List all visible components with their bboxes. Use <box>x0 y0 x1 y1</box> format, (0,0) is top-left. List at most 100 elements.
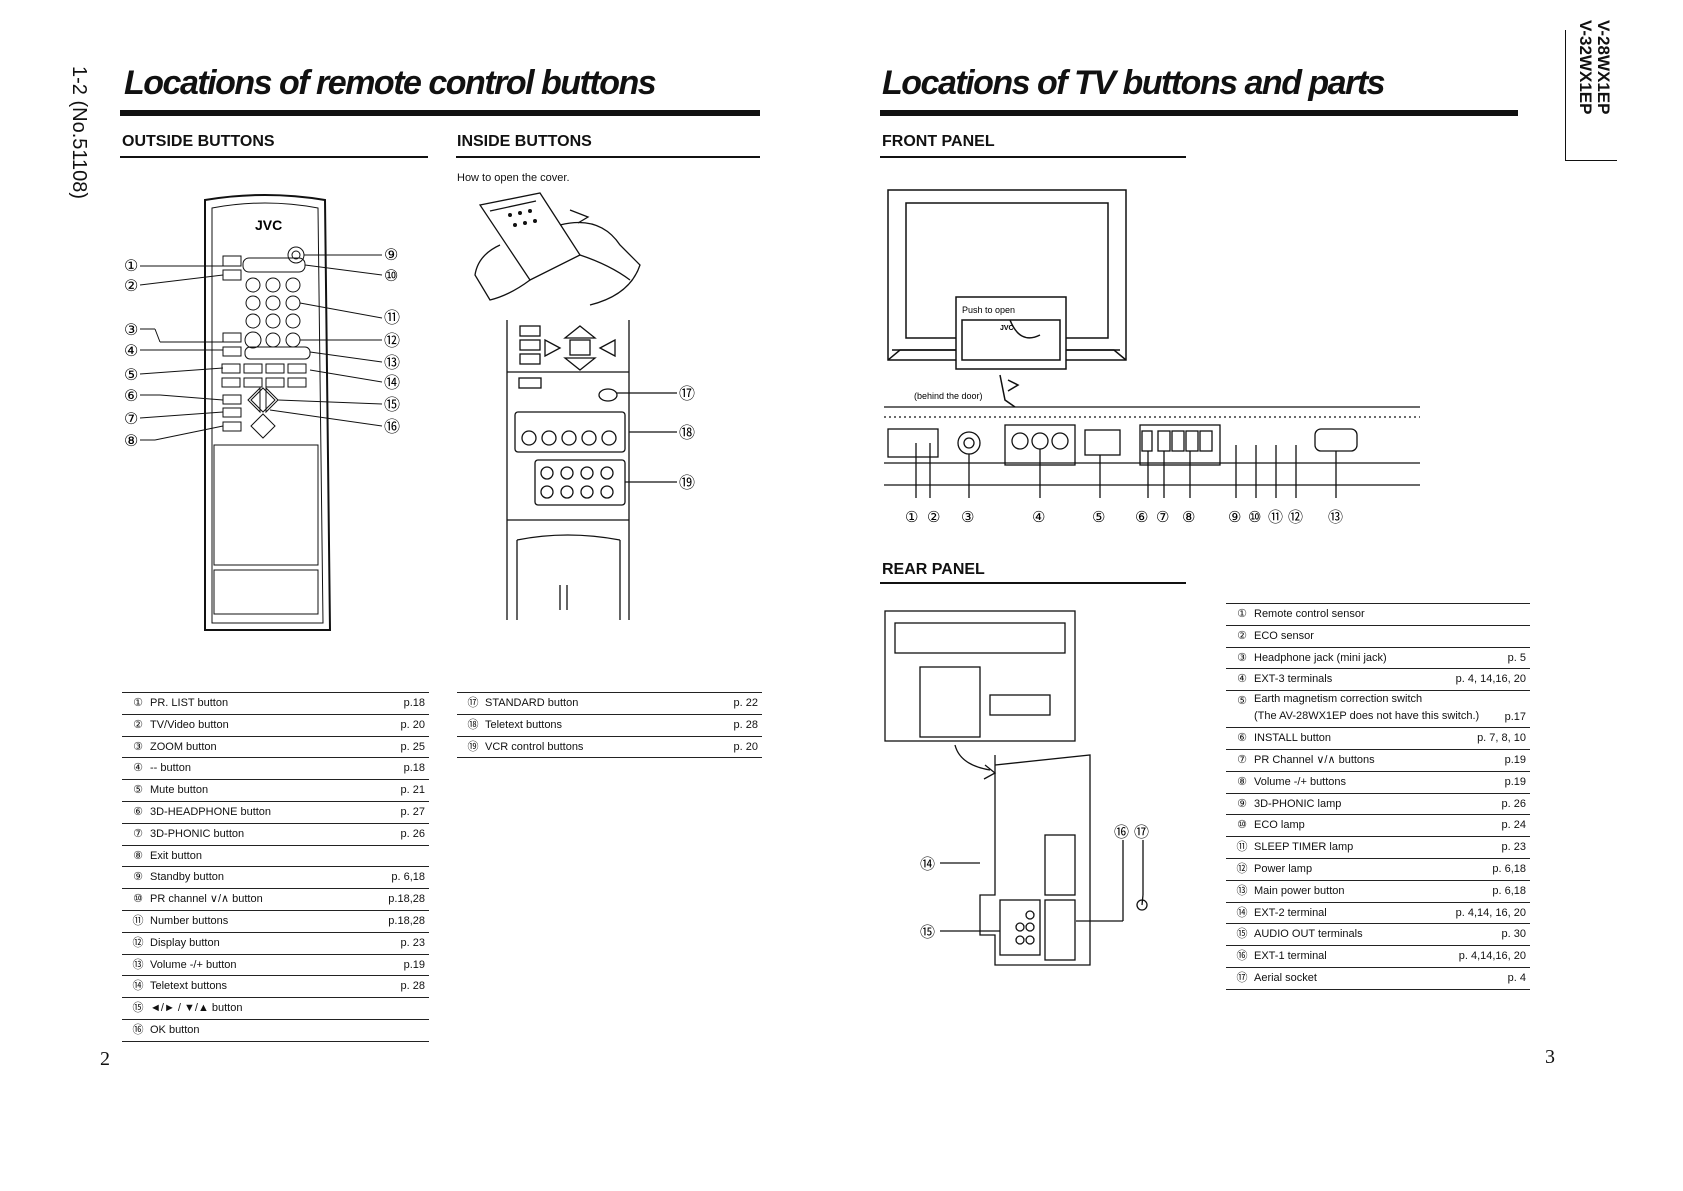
callout-10: ⑩ <box>384 268 398 285</box>
item-page-ref: p. 26 <box>1501 797 1526 810</box>
item-page-ref: p.19 <box>1504 775 1526 788</box>
item-page-ref: p. 25 <box>400 740 425 753</box>
item-label: ◄/► / ▼/▲ button <box>150 1002 243 1015</box>
item-page-ref: p. 20 <box>400 718 425 731</box>
callout-6: ⑥ <box>124 388 138 405</box>
front-callout-12: ⑫ <box>1288 509 1303 525</box>
item-label: INSTALL button <box>1254 732 1332 745</box>
item-page-ref: p. 30 <box>1501 928 1526 941</box>
remote-callout-labels: ① ② ③ ④ ⑤ ⑥ ⑦ ⑧ ⑨ ⑩ ⑪ ⑫ ⑬ ⑭ ⑮ ⑯ <box>124 247 400 450</box>
item-page-ref: p. 20 <box>733 740 758 753</box>
item-number: ⑪ <box>132 914 144 927</box>
item-label: Display button <box>150 936 220 949</box>
item-page-ref: p. 4 <box>1507 971 1526 984</box>
item-page-ref: p. 4,14,16, 20 <box>1458 950 1526 963</box>
front-callout-3: ③ <box>961 509 974 525</box>
title-rule-left <box>120 110 760 116</box>
item-label: Volume -/+ buttons <box>1254 775 1347 788</box>
item-page-ref: p.18 <box>403 697 425 709</box>
item-page-ref: p. 27 <box>400 805 425 818</box>
item-page-ref: p. 26 <box>400 827 425 840</box>
item-number: ① <box>1237 608 1247 620</box>
item-page-ref: p. 24 <box>1501 819 1526 832</box>
item-page-ref: p. 23 <box>400 936 425 949</box>
front-callout-9: ⑨ <box>1228 509 1241 525</box>
item-label: 3D-HEADPHONE button <box>150 805 272 818</box>
rear-callout-15: ⑮ <box>920 924 935 941</box>
front-callout-13: ⑬ <box>1328 509 1343 525</box>
callout-19: ⑲ <box>679 474 695 492</box>
item-page-ref: p.18 <box>403 762 425 775</box>
open-cover-illustration <box>474 192 641 306</box>
item-number: ⑥ <box>1237 732 1247 745</box>
remote-outside-illustration: JVC <box>124 194 400 631</box>
front-callout-6: ⑥ <box>1135 509 1148 525</box>
item-label: Exit button <box>150 849 202 862</box>
model-line-2: V-32WX1EP <box>1576 20 1595 115</box>
outside-buttons-heading: OUTSIDE BUTTONS <box>122 133 275 150</box>
callout-8: ⑧ <box>124 433 138 450</box>
item-page-ref: p. 7, 8, 10 <box>1477 732 1526 745</box>
item-label: Main power button <box>1254 884 1345 897</box>
callout-13: ⑬ <box>384 354 400 372</box>
inside-heading-rule <box>456 156 760 158</box>
item-number: ⑬ <box>1236 884 1248 897</box>
item-number: ⑯ <box>1236 950 1248 963</box>
item-page-ref: p. 22 <box>733 697 758 709</box>
item-number: ④ <box>133 762 143 775</box>
inside-buttons-heading: INSIDE BUTTONS <box>457 133 592 150</box>
item-label: AUDIO OUT terminals <box>1254 928 1363 941</box>
item-label: Teletext buttons <box>150 980 228 993</box>
item-label: PR. LIST button <box>150 697 229 709</box>
front-callout-7: ⑦ <box>1156 509 1169 525</box>
item-label: Volume -/+ button <box>150 958 237 971</box>
model-divider <box>1565 160 1617 161</box>
item-number: ⑦ <box>1237 753 1247 766</box>
item-page-ref: p.18,28 <box>388 893 425 906</box>
item-number: ⑤ <box>133 784 143 797</box>
parts-table-row: ⑰ Aerial socket p. 4 <box>1226 968 1530 990</box>
remote-inside-illustration: ⑰ ⑱ ⑲ <box>506 320 695 620</box>
rear-callout-16: ⑯ <box>1114 824 1129 841</box>
item-number: ⑰ <box>1236 971 1248 984</box>
item-label: Aerial socket <box>1254 971 1317 984</box>
item-page-ref: p. 6,18 <box>391 871 425 884</box>
item-label: ZOOM button <box>150 740 217 753</box>
model-label: V-28WX1EP V-32WX1EP <box>1568 20 1614 160</box>
item-label: ECO lamp <box>1254 819 1305 832</box>
callout-15: ⑮ <box>384 396 400 414</box>
item-number: ③ <box>133 740 143 753</box>
outside-table-row: ⑮◄/► / ▼/▲ button <box>122 998 429 1020</box>
item-number: ⑰ <box>467 697 479 709</box>
parts-table-row: ⑮ AUDIO OUT terminals p. 30 <box>1226 924 1530 947</box>
item-number: ⑤ <box>1237 695 1247 708</box>
item-number: ⑮ <box>1236 928 1248 941</box>
front-callout-11: ⑪ <box>1268 509 1283 525</box>
page-title-right: Locations of TV buttons and parts <box>882 64 1386 102</box>
callout-3: ③ <box>124 322 138 339</box>
item-number: ③ <box>1237 651 1247 664</box>
callout-5: ⑤ <box>124 367 138 384</box>
outside-table-row: ③ ZOOM button p. 25 <box>122 737 429 759</box>
item-number: ⑦ <box>133 827 143 840</box>
item-number: ⑯ <box>132 1023 144 1036</box>
